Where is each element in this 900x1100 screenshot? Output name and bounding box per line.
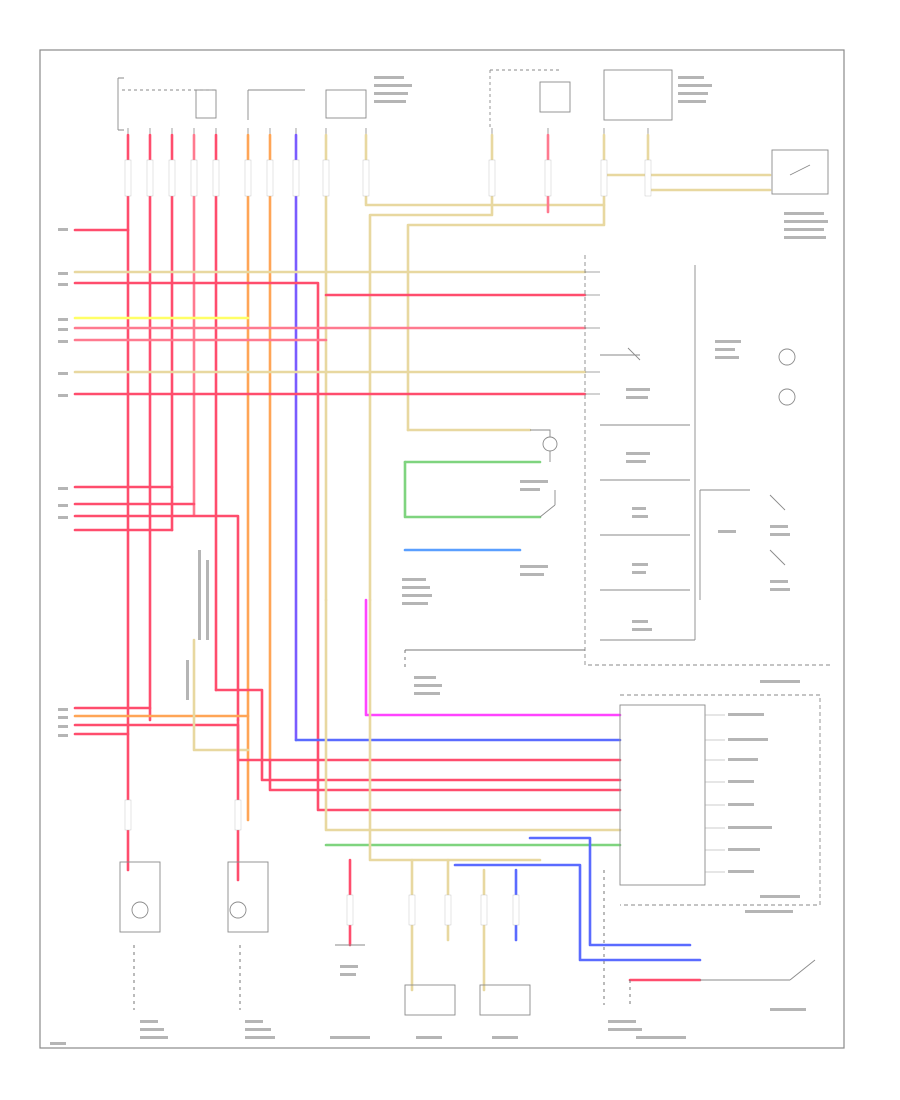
rotated-fine-print: [186, 550, 209, 700]
relay-box-right: [771, 149, 829, 195]
top-connector-pins: [127, 128, 649, 140]
wires-vertical: [126, 133, 772, 822]
meter-module: [584, 255, 830, 666]
speaker-right: [479, 984, 531, 1016]
lamp-component-middle: [227, 861, 269, 933]
wires-horizontal: [73, 228, 702, 992]
indicator-lamp-1: [530, 429, 558, 462]
ground-terminals: [133, 649, 631, 1010]
fuse-box-top-right: [489, 69, 673, 130]
door-lock-switch: [700, 959, 816, 981]
power-window-module: [619, 694, 821, 906]
fine-print-marks: [50, 76, 828, 1045]
fuse-box-top-middle: [247, 89, 367, 120]
speaker-left: [404, 984, 456, 1016]
switch-symbol-1: [539, 490, 556, 518]
lamp-component-left: [119, 861, 161, 933]
diagram-frame: [39, 49, 845, 1049]
wire-label-sleeves: [124, 159, 652, 926]
fuse-box-top-left: [117, 77, 217, 131]
